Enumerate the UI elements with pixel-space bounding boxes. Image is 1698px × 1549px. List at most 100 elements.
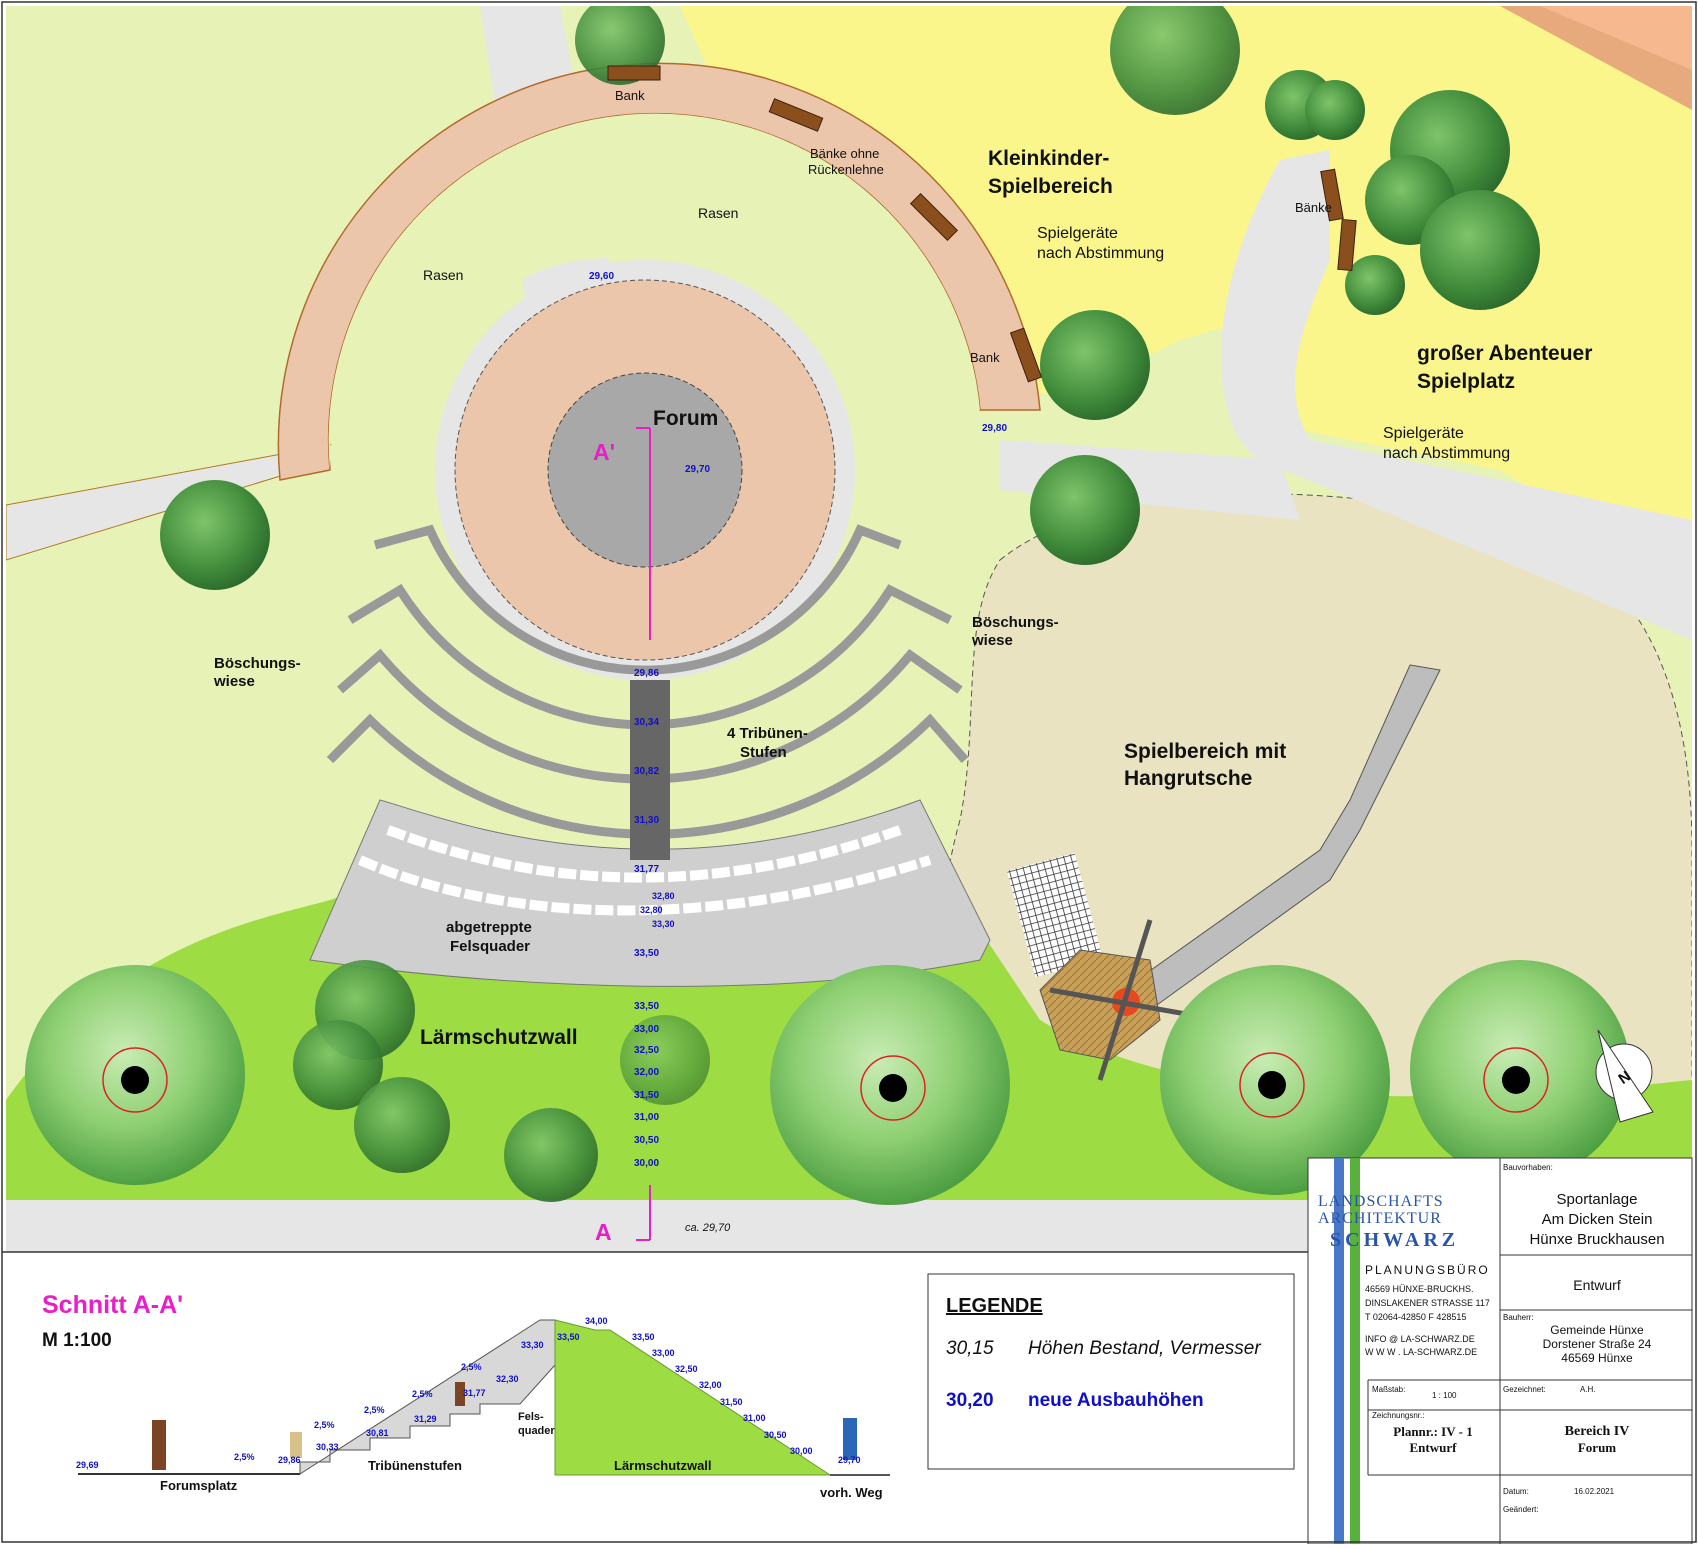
bauherr-3: 46569 Hünxe xyxy=(1561,1351,1633,1365)
height-label: 32,00 xyxy=(634,1067,659,1078)
label-felsquader-1: abgetreppte xyxy=(446,919,532,936)
label-abenteuer-2: Spielplatz xyxy=(1417,370,1515,393)
label-bank-2: Bank xyxy=(970,350,1000,365)
legend-new-label: neue Ausbauhöhen xyxy=(1028,1390,1204,1411)
buero-address-2: DINSLAKENER STRASSE 117 xyxy=(1365,1298,1490,1308)
plan-heights: 29,60 29,80 29,70 29,86 30,34 30,82 31,3… xyxy=(589,271,1007,1169)
benches xyxy=(607,65,1357,383)
buero-name: PLANUNGSBÜRO xyxy=(1365,1263,1490,1277)
height-label: 33,00 xyxy=(652,1348,675,1358)
datum: 16.02.2021 xyxy=(1574,1487,1615,1496)
height-label: 31,00 xyxy=(743,1413,766,1423)
plan-number: Plannr.: IV - 1 xyxy=(1393,1424,1472,1439)
logo-line-3: SCHWARZ xyxy=(1330,1229,1459,1251)
height-label: 30,34 xyxy=(634,717,659,728)
height-label: 33,50 xyxy=(634,1001,659,1012)
height-label: 30,81 xyxy=(366,1428,389,1438)
label-boeschung-right-2: wiese xyxy=(971,632,1013,649)
logo-line-1: LANDSCHAFTS xyxy=(1318,1193,1444,1210)
label-tribuenen-1: 4 Tribünen- xyxy=(727,725,808,742)
height-label: 31,77 xyxy=(463,1388,486,1398)
label-rasen-top: Rasen xyxy=(698,205,738,221)
label-boeschung-right-1: Böschungs- xyxy=(972,614,1059,631)
height-label: 32,80 xyxy=(652,891,675,901)
slope-label: 2,5% xyxy=(461,1362,482,1372)
slope-label: 2,5% xyxy=(314,1420,335,1430)
label-laermschutzwall: Lärmschutzwall xyxy=(420,1026,578,1049)
section-scale: M 1:100 xyxy=(42,1330,112,1351)
height-label: 33,30 xyxy=(652,919,675,929)
legend-new-value: 30,20 xyxy=(946,1390,994,1411)
phase: Entwurf xyxy=(1573,1277,1621,1293)
height-label: 31,77 xyxy=(634,864,659,875)
buero-address-1: 46569 HÜNXE-BRUCKHS. xyxy=(1365,1284,1474,1294)
label-bauvorhaben: Bauvorhaben: xyxy=(1503,1163,1553,1172)
label-spielgeraete-1: Spielgeräte xyxy=(1037,225,1118,242)
height-label: 33,00 xyxy=(634,1024,659,1035)
gezeichnet: A.H. xyxy=(1580,1385,1596,1394)
plan-labels: Bank Bänke ohne Rückenlehne Rasen Rasen … xyxy=(213,88,1634,1245)
height-label: 29,60 xyxy=(589,271,614,282)
section-label-weg: vorh. Weg xyxy=(820,1485,883,1500)
label-datum: Datum: xyxy=(1503,1487,1529,1496)
label-geaendert: Geändert: xyxy=(1503,1505,1539,1514)
logo-line-2: ARCHITEKTUR xyxy=(1318,1210,1442,1227)
height-label: 30,82 xyxy=(634,766,659,777)
bauherr-2: Dorstener Straße 24 xyxy=(1543,1337,1652,1351)
height-label: 29,86 xyxy=(278,1455,301,1465)
label-a-prime: A' xyxy=(593,439,615,465)
bauvorhaben-3: Hünxe Bruckhausen xyxy=(1529,1231,1664,1248)
section-label-fels-2: quader xyxy=(518,1425,555,1437)
height-label: 29,70 xyxy=(685,464,710,475)
section-label-laermschutzwall: Lärmschutzwall xyxy=(614,1458,712,1473)
label-spielgeraete-2: Spielgeräte xyxy=(1383,425,1464,442)
tree-group xyxy=(25,6,1630,1205)
label-hangrutsche-2: Hangrutsche xyxy=(1124,767,1252,790)
label-baenke-ohne: Bänke ohne xyxy=(810,146,879,161)
buero-phone: T 02064-42850 F 428515 xyxy=(1365,1312,1466,1322)
height-label: 31,00 xyxy=(634,1112,659,1123)
label-a: A xyxy=(595,1219,612,1245)
height-label: 31,30 xyxy=(634,815,659,826)
label-rasen-left: Rasen xyxy=(423,267,463,283)
height-label: 30,33 xyxy=(316,1442,339,1452)
title-block: LANDSCHAFTS ARCHITEKTUR SCHWARZ PLANUNGS… xyxy=(1307,1157,1693,1545)
legend: LEGENDE 30,15 Höhen Bestand, Vermesser 3… xyxy=(927,1273,1295,1470)
label-forum: Forum xyxy=(653,407,718,430)
label-kleinkinder-1: Kleinkinder- xyxy=(988,147,1109,170)
section-title: Schnitt A-A' xyxy=(42,1291,183,1319)
label-rueckenlehne: Rückenlehne xyxy=(808,162,884,177)
label-hangrutsche-1: Spielbereich mit xyxy=(1124,740,1286,763)
legend-title: LEGENDE xyxy=(946,1295,1043,1317)
section-label-tribuenen: Tribünenstufen xyxy=(368,1458,462,1473)
height-label: 30,50 xyxy=(764,1430,787,1440)
height-label: 32,30 xyxy=(496,1374,519,1384)
label-massstab: Maßstab: xyxy=(1372,1385,1405,1394)
label-bank: Bank xyxy=(615,88,645,103)
label-nach-abstimmung-1: nach Abstimmung xyxy=(1037,245,1164,262)
massstab: 1 : 100 xyxy=(1432,1391,1457,1400)
section-drawing: Schnitt A-A' M 1:100 29,69 29,86 30,33 3… xyxy=(42,1291,890,1500)
height-label: 29,70 xyxy=(838,1455,861,1465)
height-label: 32,50 xyxy=(675,1364,698,1374)
section-label-forumsplatz: Forumsplatz xyxy=(160,1478,238,1493)
slope-label: 2,5% xyxy=(364,1405,385,1415)
height-label: 33,50 xyxy=(632,1332,655,1342)
height-label: 30,00 xyxy=(634,1158,659,1169)
height-label: 31,50 xyxy=(634,1090,659,1101)
height-label: 29,80 xyxy=(982,423,1007,434)
height-label: 32,50 xyxy=(634,1045,659,1056)
height-label: 30,00 xyxy=(790,1446,813,1456)
height-label: 31,29 xyxy=(414,1414,437,1424)
height-label: 32,00 xyxy=(699,1380,722,1390)
site-plan xyxy=(6,6,1692,1252)
section-label-fels-1: Fels- xyxy=(518,1411,544,1423)
bauvorhaben-2: Am Dicken Stein xyxy=(1542,1211,1653,1228)
slope-label: 2,5% xyxy=(234,1452,255,1462)
bereich-2: Forum xyxy=(1578,1440,1616,1455)
buero-email: INFO @ LA-SCHWARZ.DE xyxy=(1365,1334,1475,1344)
buero-web: W W W . LA-SCHWARZ.DE xyxy=(1365,1347,1477,1357)
bauvorhaben-1: Sportanlage xyxy=(1557,1191,1638,1208)
